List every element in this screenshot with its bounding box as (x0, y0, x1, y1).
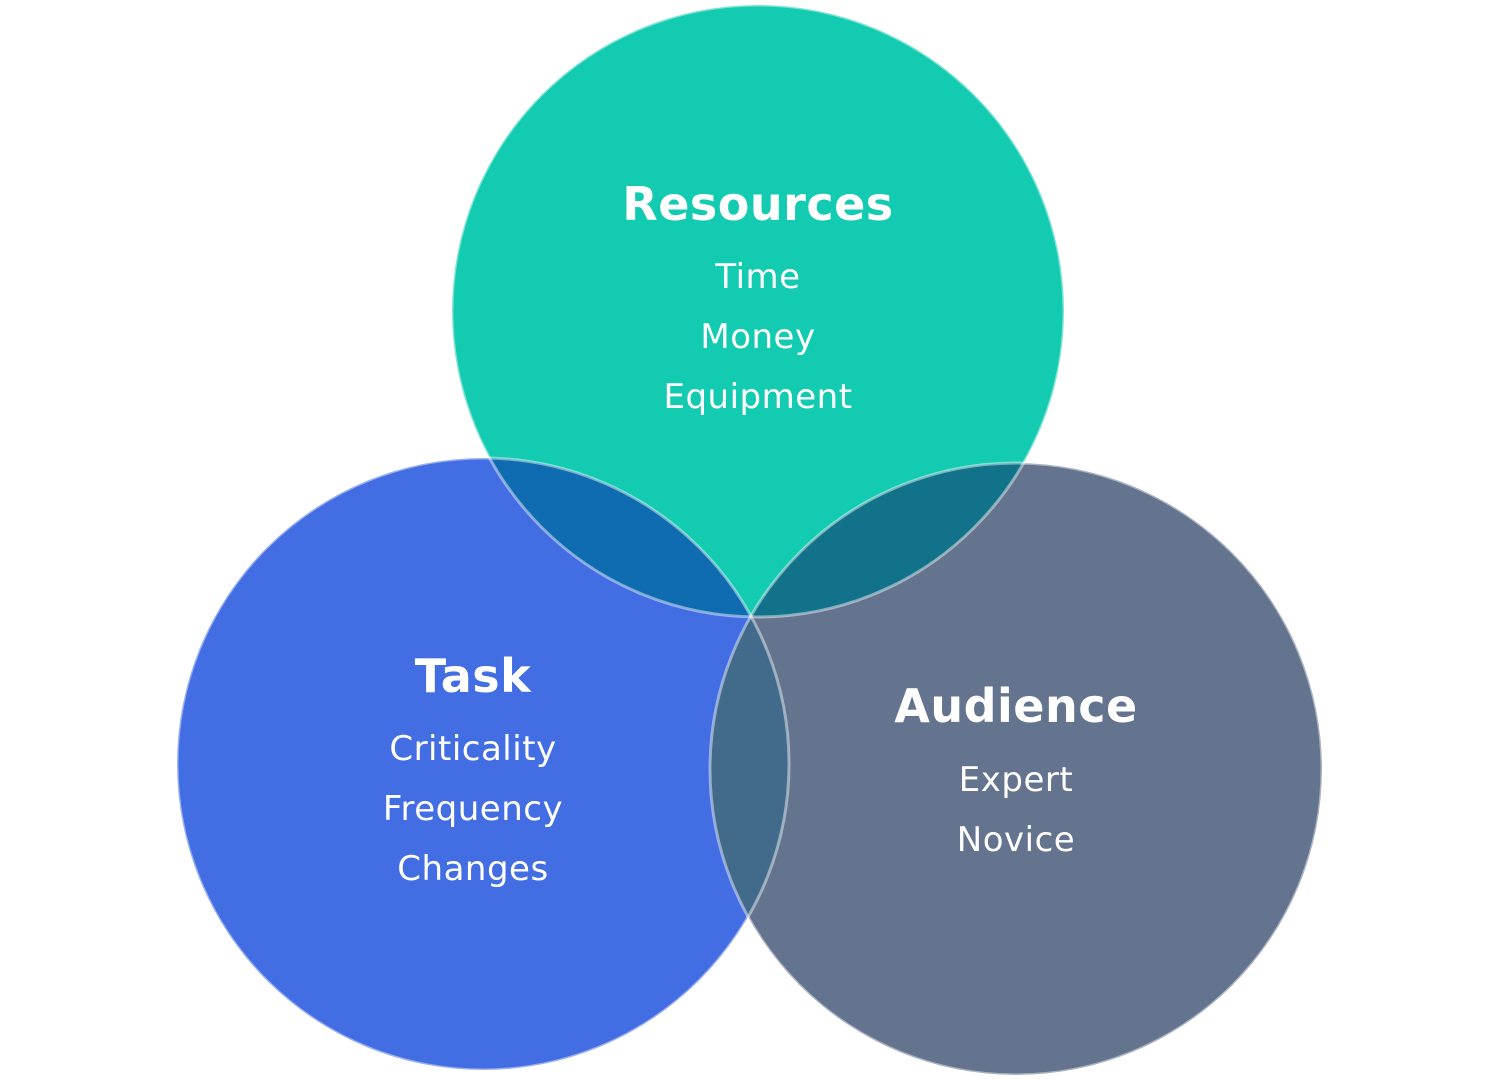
audience-item-novice: Novice (957, 820, 1075, 860)
task-item-frequency: Frequency (383, 789, 563, 829)
resources-title: Resources (622, 177, 893, 231)
task-circle (177, 458, 789, 1070)
audience-circle (710, 463, 1322, 1075)
resources-item-money: Money (700, 317, 815, 357)
audience-title: Audience (894, 679, 1137, 733)
resources-circle (452, 5, 1064, 617)
resources-outline (450, 3, 1066, 619)
resources-item-equipment: Equipment (663, 377, 852, 417)
task-item-criticality: Criticality (389, 729, 556, 769)
task-item-changes: Changes (397, 849, 548, 889)
task-outline (175, 456, 791, 1072)
audience-item-expert: Expert (959, 760, 1073, 800)
resources-item-time: Time (714, 257, 800, 297)
audience-outline (708, 461, 1324, 1077)
task-title: Task (415, 649, 532, 703)
